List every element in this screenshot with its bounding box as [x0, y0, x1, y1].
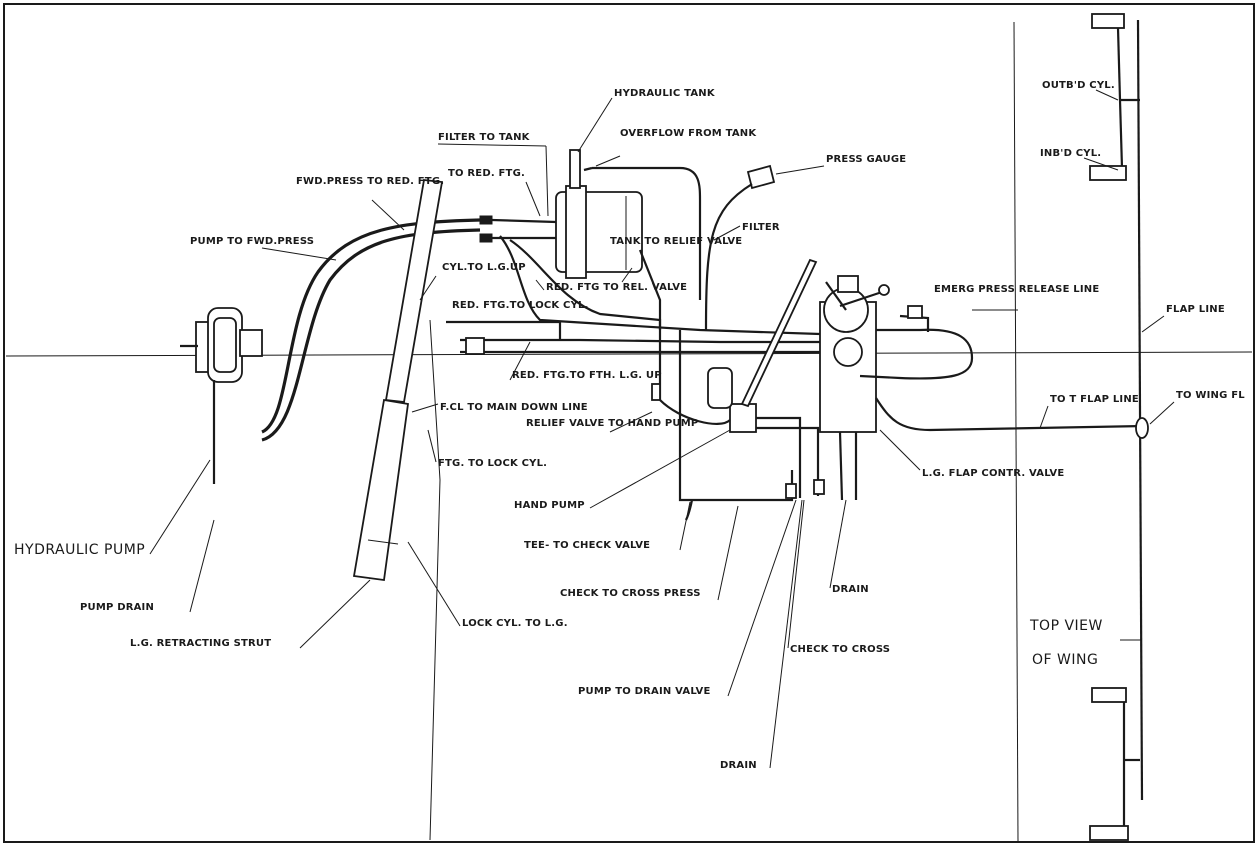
check-valve: [785, 483, 797, 499]
red-ftg-pipe: [499, 235, 821, 336]
label-lg-flap-contr-valve: L.G. FLAP CONTR. VALVE: [922, 468, 1064, 479]
red-fitting: [465, 337, 485, 355]
label-ftg-to-lock-cyl: FTG. TO LOCK CYL.: [438, 458, 547, 469]
label-to-wing-fl: TO WING FL: [1176, 390, 1245, 401]
label-hydraulic-tank: HYDRAULIC TANK: [614, 88, 716, 99]
press-gauge: [704, 164, 776, 331]
label-red-ftg-to-fth-lg-up: RED. FTG.TO FTH. L.G. UP: [512, 370, 662, 381]
label-top-view-line1: TOP VIEW: [1029, 618, 1103, 634]
label-emerg-press-release-line: EMERG PRESS RELEASE LINE: [934, 284, 1099, 295]
label-drain-2: DRAIN: [720, 760, 757, 771]
label-tank-to-relief-valve: TANK TO RELIEF VALVE: [610, 236, 742, 247]
lock-cyl-line: [429, 319, 441, 841]
label-relief-valve-to-hand-pump: RELIEF VALVE TO HAND PUMP: [526, 418, 698, 429]
label-pump-to-drain-valve: PUMP TO DRAIN VALVE: [578, 686, 711, 697]
label-lock-cyl-to-lg: LOCK CYL. TO L.G.: [462, 618, 568, 629]
label-filter: FILTER: [742, 222, 780, 233]
label-red-ftg-to-rel-valve: RED. FTG TO REL. VALVE: [546, 282, 687, 293]
label-press-gauge: PRESS GAUGE: [826, 154, 906, 165]
pump-suction-pipe: [261, 218, 481, 434]
to-t-flap-line-pipe: [875, 397, 1145, 432]
lg-flap-control-valve: [819, 275, 890, 433]
label-check-to-cross-press: CHECK TO CROSS PRESS: [560, 588, 701, 599]
label-red-ftg-to-lock-cyl: RED. FTG.TO LOCK CYL.: [452, 300, 589, 311]
label-lg-retracting-strut: L.G. RETRACTING STRUT: [130, 638, 271, 649]
rel-valve-pipe: [509, 239, 662, 400]
label-to-red-ftg: TO RED. FTG.: [448, 168, 525, 179]
fitting-b: [479, 233, 493, 243]
label-outbd-cyl: OUTB'D CYL.: [1042, 80, 1115, 91]
label-inbd-cyl: INB'D CYL.: [1040, 148, 1101, 159]
drawing-border: [3, 3, 1255, 843]
label-overflow-from-tank: OVERFLOW FROM TANK: [620, 128, 757, 139]
label-hydraulic-pump: HYDRAULIC PUMP: [14, 542, 145, 558]
overflow-pipe: [592, 166, 702, 300]
label-pump-to-fwd-press: PUMP TO FWD.PRESS: [190, 236, 314, 247]
emerg-release-line: [859, 328, 974, 380]
label-check-to-cross: CHECK TO CROSS: [790, 644, 890, 655]
label-cyl-to-lg-up: CYL.TO L.G.UP: [442, 262, 526, 273]
label-pump-drain: PUMP DRAIN: [80, 602, 154, 613]
filter-to-tank-pipe: [491, 218, 557, 224]
main-pipe-1: [460, 338, 820, 344]
fitting-a: [479, 215, 493, 225]
hydraulic-tank: [555, 149, 643, 279]
label-fcl-to-main-down-line: F.CL TO MAIN DOWN LINE: [440, 402, 588, 413]
label-fwd-press-to-red-ftg: FWD.PRESS TO RED. FTG.: [296, 176, 444, 187]
label-drain-1: DRAIN: [832, 584, 869, 595]
label-hand-pump: HAND PUMP: [514, 500, 585, 511]
label-top-view-line2: OF WING: [1032, 652, 1098, 668]
label-to-t-flap-line: TO T FLAP LINE: [1050, 394, 1139, 405]
label-filter-to-tank: FILTER TO TANK: [438, 132, 531, 143]
label-flap-line: FLAP LINE: [1166, 304, 1225, 315]
hand-pump: [651, 258, 818, 433]
labels: HYDRAULIC TANK FILTER TO TANK OVERFLOW F…: [14, 80, 1245, 771]
lg-retracting-strut: [352, 179, 444, 582]
hydraulic-pump: [180, 307, 263, 484]
wing-root-line: [1013, 21, 1019, 843]
label-tee-to-check-valve: TEE- TO CHECK VALVE: [524, 540, 650, 551]
